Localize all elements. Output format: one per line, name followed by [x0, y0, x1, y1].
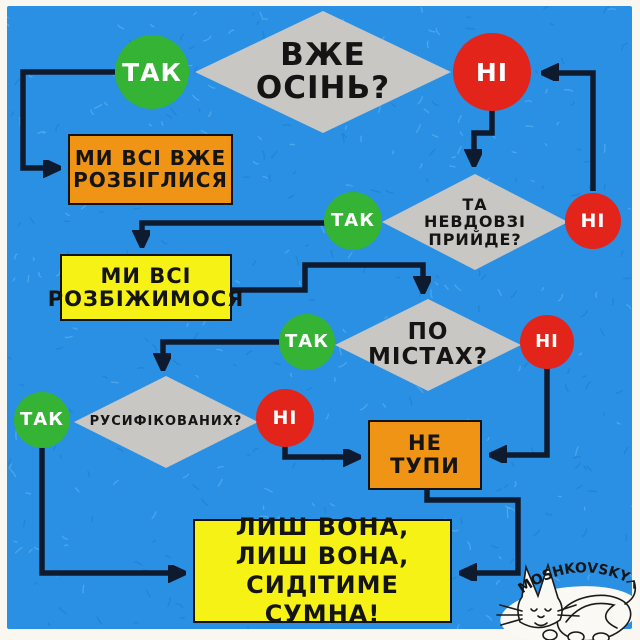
arrow-yes-russified: [39, 445, 181, 573]
result-finale: ЛИШ ВОНА, ЛИШ ВОНА, СИДІТИМЕ СУМНА!: [193, 513, 452, 628]
cat-icon: [496, 562, 637, 640]
answer-yes-russified: ТАК: [14, 392, 70, 448]
text-line: РОЗБІЖИМОСЯ: [47, 286, 245, 311]
answer-no-coming-soon: НІ: [565, 193, 621, 249]
text-line: ЛИШ ВОНА,: [235, 513, 410, 542]
arrow-loop-no: [546, 73, 596, 191]
text-line: РОЗБІГЛИСЯ: [73, 167, 228, 192]
result-dont-be-dumb: НЕ ТУПИ: [368, 420, 482, 490]
text-line: ТАК: [285, 331, 329, 353]
arrow-yes-coming-soon: [142, 220, 326, 243]
answer-no-russified: НІ: [256, 389, 314, 447]
arrow-no-cities: [494, 367, 550, 455]
arrow-dont-be-dumb-down: [424, 490, 521, 573]
arrow-yes-cities: [163, 339, 281, 366]
text-line: СИДІТИМЕ СУМНА!: [246, 571, 399, 628]
answer-no-autumn: НІ: [453, 33, 531, 111]
text-line: МИ ВСІ: [100, 263, 192, 288]
text-line: НЕВДОВЗІ: [424, 212, 526, 232]
arrow-no-autumn-down: [474, 109, 495, 162]
text-line: НІ: [475, 57, 509, 87]
text-line: НЕ: [408, 431, 442, 456]
arrow-yes-autumn: [20, 69, 115, 168]
result-will-scatter: МИ ВСІ РОЗБІЖИМОСЯ: [48, 254, 243, 321]
text-line: НІ: [580, 209, 606, 232]
text-line: ТАК: [20, 409, 64, 431]
text-line: ПРИЙДЕ?: [428, 229, 522, 249]
text-line: НІ: [272, 406, 298, 429]
text-line: ТА: [462, 195, 488, 215]
text-line: ЛИШ ВОНА,: [235, 542, 410, 571]
text-line: МИ ВСІ ВЖЕ: [74, 145, 227, 170]
text-line: ВЖЕ: [280, 36, 366, 73]
text-line: ПО: [407, 319, 449, 346]
text-line: МІСТАХ?: [368, 344, 488, 370]
text-line: НІ: [535, 331, 559, 353]
answer-yes-cities: ТАК: [279, 314, 335, 370]
result-already-scattered: МИ ВСІ ВЖЕ РОЗБІГЛИСЯ: [68, 134, 233, 205]
text-line: ТУПИ: [390, 454, 460, 478]
artist-signature: MOSHKOVSKY: [496, 560, 640, 640]
answer-no-cities: НІ: [520, 315, 574, 369]
text-line: ОСІНЬ?: [255, 70, 391, 106]
text-line: РУСИФІКОВАНИХ?: [89, 413, 243, 429]
arrow-to-cities: [232, 262, 423, 290]
arrow-no-russified: [282, 444, 356, 457]
text-line: ТАК: [331, 210, 375, 232]
answer-yes-autumn: ТАК: [115, 35, 189, 109]
text-line: ТАК: [122, 57, 182, 87]
answer-yes-coming-soon: ТАК: [324, 192, 382, 250]
